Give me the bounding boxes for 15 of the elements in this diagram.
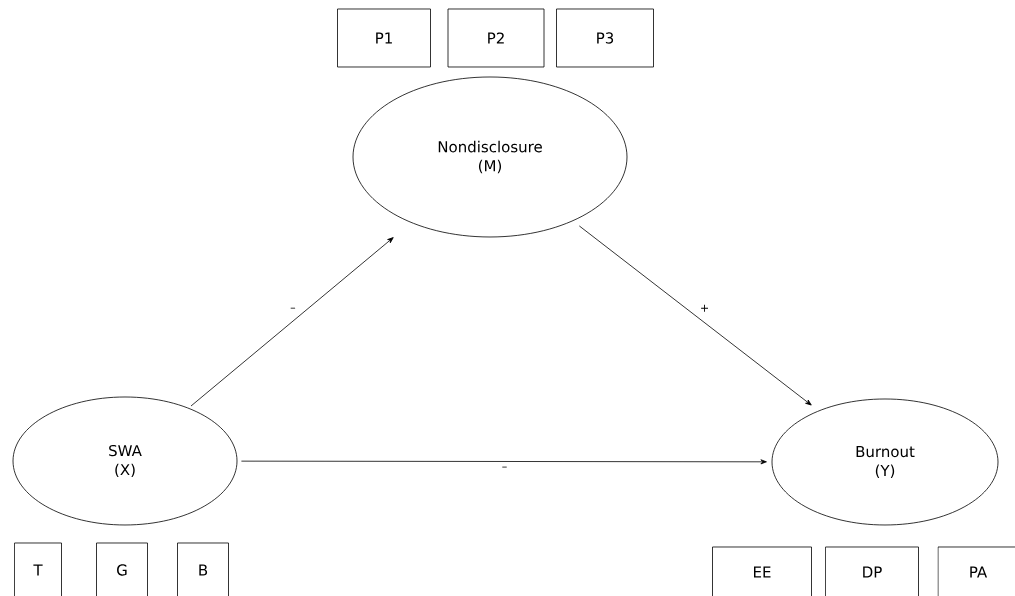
indicator-box: G [96,542,148,596]
indicator-box: T [14,542,62,596]
indicator-box: EE [712,546,812,596]
indicator-box: PA [937,546,1015,596]
arrow [241,459,767,465]
edge-label: – [289,306,297,313]
arrow [190,237,394,407]
indicator-box: B [177,542,229,596]
indicator-box: P3 [556,8,654,68]
indicator-box: P2 [447,8,545,68]
indicator-box: DP [825,546,919,596]
arrow [578,225,812,406]
indicator-box: P1 [337,8,431,68]
edge-label: + [698,303,711,313]
edge-label: – [500,465,509,472]
